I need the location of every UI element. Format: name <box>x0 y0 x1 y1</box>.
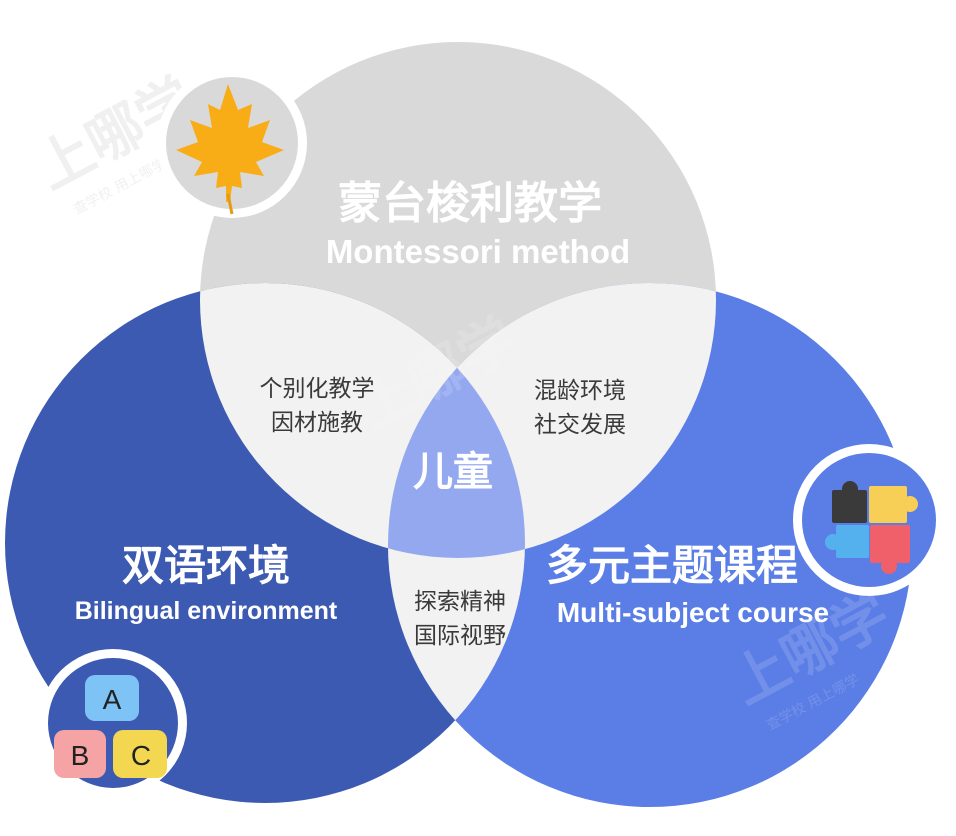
multi-subject-title-en: Multi-subject course <box>557 597 829 628</box>
multi-subject-title-cn: 多元主题课程 <box>546 541 798 590</box>
block-b: B <box>54 730 106 778</box>
block-a: A <box>85 675 139 721</box>
overlap-top-left-line-2: 因材施教 <box>271 410 363 436</box>
overlap-top-left-line-1: 个别化教学 <box>260 376 375 402</box>
maple-leaf-icon <box>176 84 284 202</box>
bilingual-title-cn: 双语环境 <box>122 541 290 590</box>
block-a-letter: A <box>103 684 122 715</box>
maple-leaf-badge <box>157 68 307 218</box>
montessori-title-cn: 蒙台梭利教学 <box>338 178 602 229</box>
puzzle-badge <box>793 444 945 596</box>
overlap-left-right-line-1: 探索精神 <box>414 589 506 615</box>
center-label: 儿童 <box>413 449 493 495</box>
block-c: C <box>113 730 167 778</box>
bilingual-title-en: Bilingual environment <box>75 597 338 625</box>
overlap-top-right-line-2: 社交发展 <box>534 412 626 438</box>
montessori-title-en: Montessori method <box>326 233 630 270</box>
overlap-left-right-line-2: 国际视野 <box>414 623 506 649</box>
abc-blocks-badge: A B C <box>39 649 187 797</box>
overlap-top-right-line-1: 混龄环境 <box>534 378 626 404</box>
puzzle-icon <box>825 481 918 574</box>
block-c-letter: C <box>131 740 151 771</box>
block-b-letter: B <box>71 740 90 771</box>
